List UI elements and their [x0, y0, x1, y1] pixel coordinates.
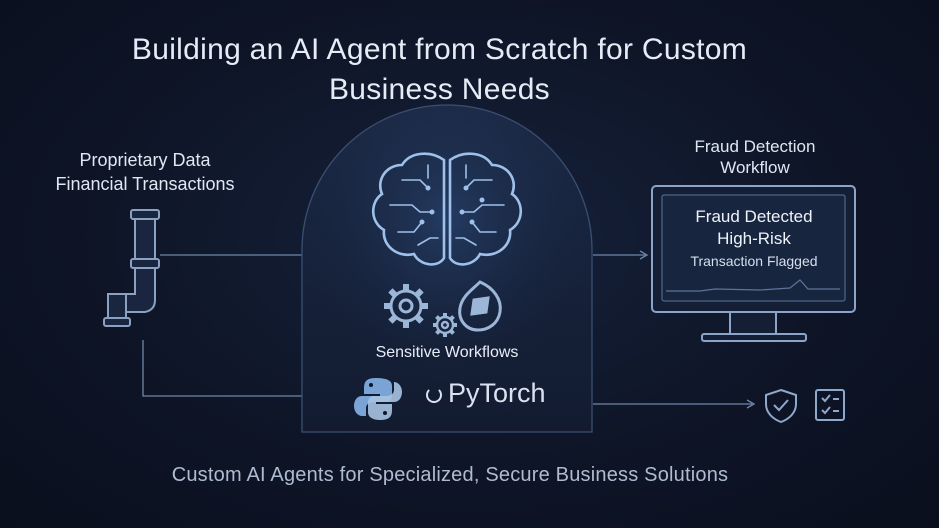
connector-pipe-bottom-to-core — [142, 340, 302, 397]
workflow-label-line-1: Fraud Detection — [694, 137, 816, 156]
source-label-line-2: Financial Transactions — [55, 174, 235, 194]
gear-icon — [384, 284, 428, 328]
monitor-line-3: Transaction Flagged — [690, 253, 818, 269]
python-icon — [354, 378, 402, 420]
monitor-line-1: Fraud Detected — [695, 207, 813, 226]
footer-tagline: Custom AI Agents for Specialized, Secure… — [171, 464, 729, 486]
page-title: Building an AI Agent from Scratch for Cu… — [0, 30, 879, 110]
title-line-1: Building an AI Agent from Scratch for Cu… — [131, 33, 748, 66]
workflow-label: Fraud Detection Workflow — [655, 136, 855, 178]
shield-check-icon — [765, 388, 797, 424]
title-line-2: Business Needs — [329, 73, 550, 106]
gear-small-icon — [433, 313, 457, 337]
core-label: Sensitive Workflows — [375, 344, 519, 361]
monitor-screen-text: Fraud Detected High-Risk Transaction Fla… — [658, 206, 850, 272]
workflow-label-line-2: Workflow — [720, 158, 790, 177]
arrow-head-shield — [746, 399, 756, 409]
compass-icon — [458, 280, 502, 332]
source-label-line-1: Proprietary Data — [79, 150, 211, 170]
monitor-line-2: High-Risk — [717, 229, 791, 248]
pytorch-logo: PyTorch — [426, 378, 546, 409]
connectors — [142, 250, 756, 409]
monitor-icon — [651, 185, 856, 342]
source-label: Proprietary Data Financial Transactions — [30, 148, 260, 196]
arrow-head-monitor — [639, 250, 649, 260]
checklist-icon — [815, 389, 845, 421]
pytorch-label: PyTorch — [448, 378, 546, 408]
brain-icon — [371, 152, 523, 266]
pytorch-icon — [426, 386, 442, 403]
pipe-icon — [103, 209, 160, 327]
